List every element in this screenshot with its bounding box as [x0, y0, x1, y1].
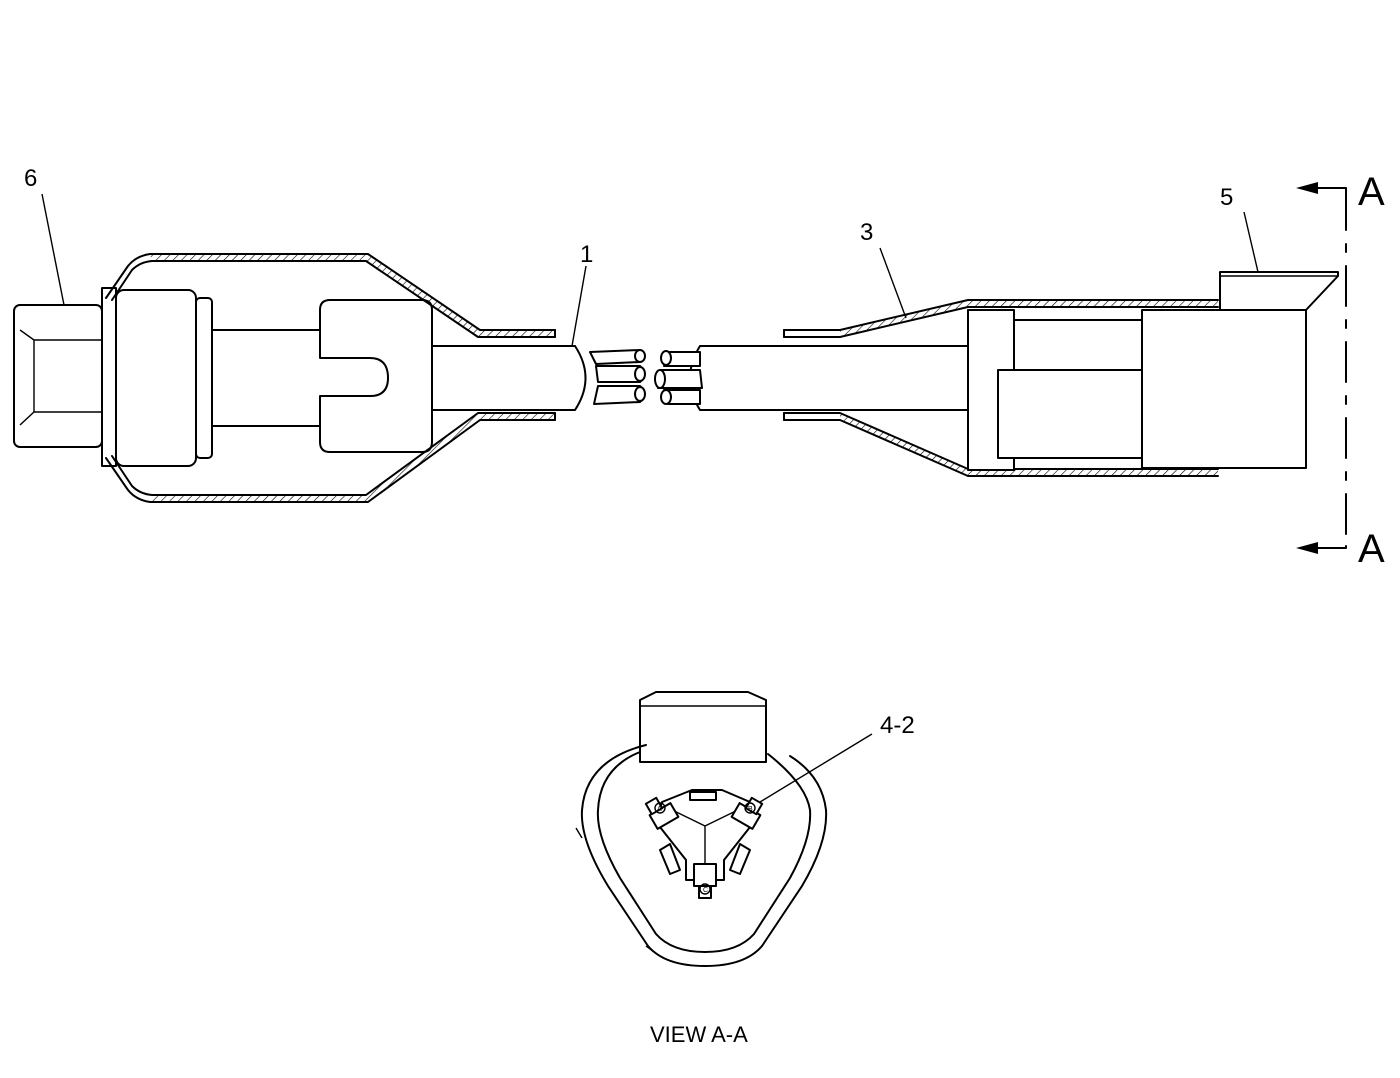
- left-sensor-assembly: [13, 253, 646, 503]
- right-boot-sleeve: [783, 299, 1219, 477]
- section-cut-line: [1296, 182, 1347, 554]
- pin-label-a: A: [657, 806, 662, 813]
- arrow-bottom-icon: [1296, 542, 1318, 554]
- pin-label-b: B: [748, 806, 753, 813]
- hex-nut: [13, 304, 103, 448]
- u-connector: [319, 299, 433, 453]
- connector-front-body: [1141, 309, 1307, 469]
- pin-cluster: [644, 789, 764, 899]
- view-caption: VIEW A-A: [650, 1022, 748, 1047]
- section-mark-bottom: A: [1358, 527, 1385, 571]
- right-cable: [654, 345, 969, 411]
- right-connector-assembly: [654, 271, 1339, 477]
- callout-4-2: 4-2: [880, 712, 915, 739]
- callout-5: 5: [1220, 184, 1233, 211]
- arrow-top-icon: [1296, 182, 1318, 194]
- callout-3: 3: [860, 219, 873, 246]
- callout-6: 6: [24, 165, 37, 192]
- view-a-a: A B C: [575, 691, 873, 967]
- connector-latch: [997, 369, 1143, 459]
- inner-shell: [596, 751, 812, 953]
- section-mark-top: A: [1358, 170, 1385, 214]
- outer-shell: [580, 744, 828, 967]
- left-cable: [431, 345, 646, 411]
- sensor-neck: [195, 297, 213, 459]
- sensor-body: [115, 289, 197, 467]
- left-boot-sleeve: [105, 253, 556, 503]
- pin-label-c: C: [703, 887, 708, 894]
- callout-1: 1: [580, 241, 593, 268]
- lock-tab: [1219, 271, 1339, 311]
- leader-4-2: [759, 733, 873, 803]
- leader-lines: [41, 193, 1259, 347]
- flange: [101, 287, 117, 467]
- view-lock-tab: [639, 691, 767, 763]
